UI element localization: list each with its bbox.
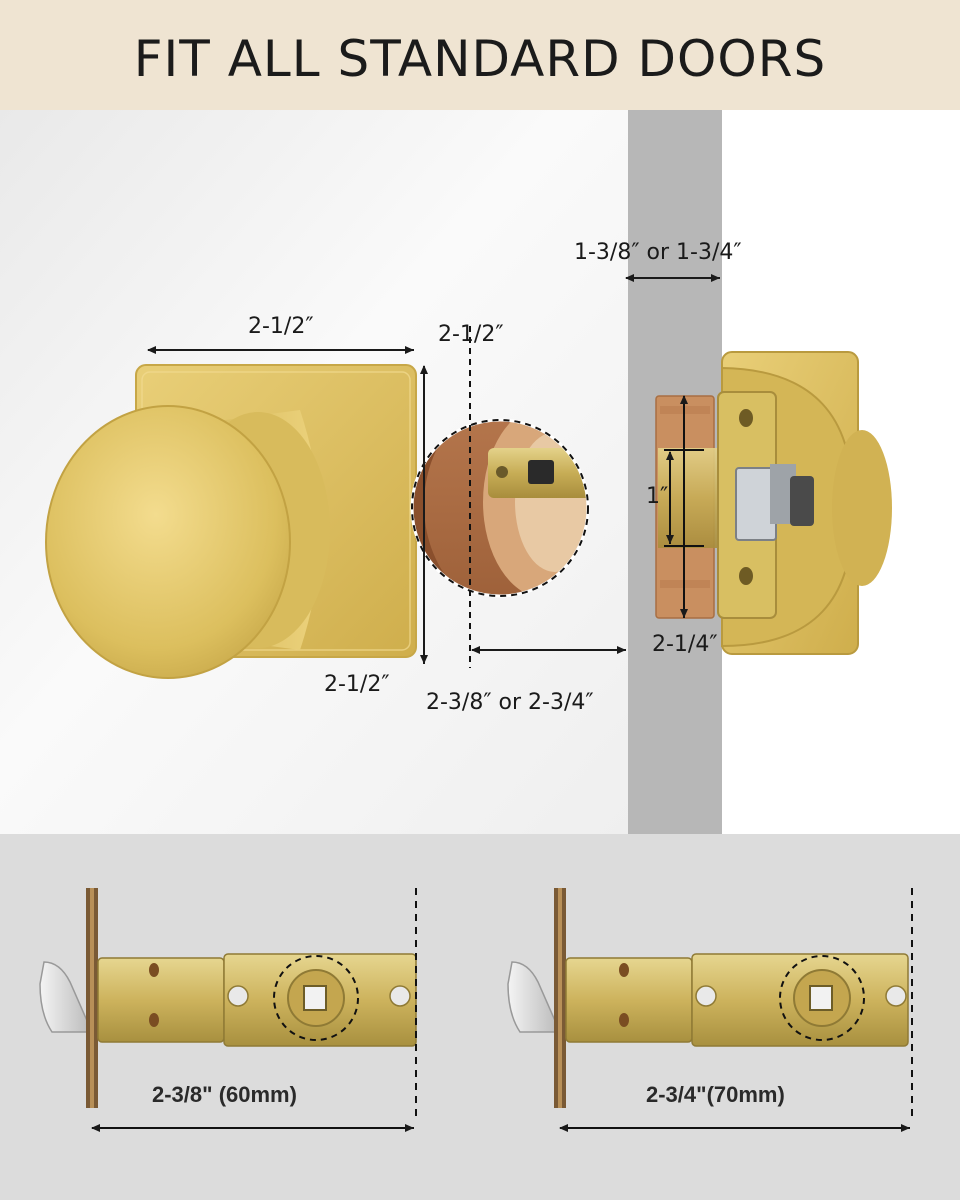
- latch-60mm-label: 2-3/8" (60mm): [152, 1082, 297, 1107]
- rose-height-label: 2-1/2″: [324, 672, 390, 697]
- header-banner: FIT ALL STANDARD DOORS: [0, 0, 960, 110]
- latch-70mm: [507, 888, 913, 1132]
- latch-70mm-label: 2-3/4"(70mm): [646, 1082, 785, 1107]
- latch-face-height-label: 2-1/4″: [652, 632, 718, 657]
- backset-label: 2-3/8″ or 2-3/4″: [426, 690, 594, 715]
- latch-illustrations: [39, 888, 913, 1132]
- latch-face-width-label: 1″: [646, 484, 669, 509]
- door-illustration: [0, 110, 960, 834]
- door-thickness-label: 1-3/8″ or 1-3/4″: [574, 240, 742, 265]
- rose-width-label: 2-1/2″: [248, 314, 314, 339]
- bore-diameter-label: 2-1/2″: [438, 322, 504, 347]
- latch-60mm: [39, 888, 417, 1132]
- door-installation-scene: 1-3/8″ or 1-3/4″ 2-1/2″ 2-1/2″ 2-1/2″ 2-…: [0, 110, 960, 834]
- page-title: FIT ALL STANDARD DOORS: [133, 30, 827, 88]
- latch-comparison-panel: 2-3/8" (60mm) 2-3/4"(70mm): [0, 834, 960, 1200]
